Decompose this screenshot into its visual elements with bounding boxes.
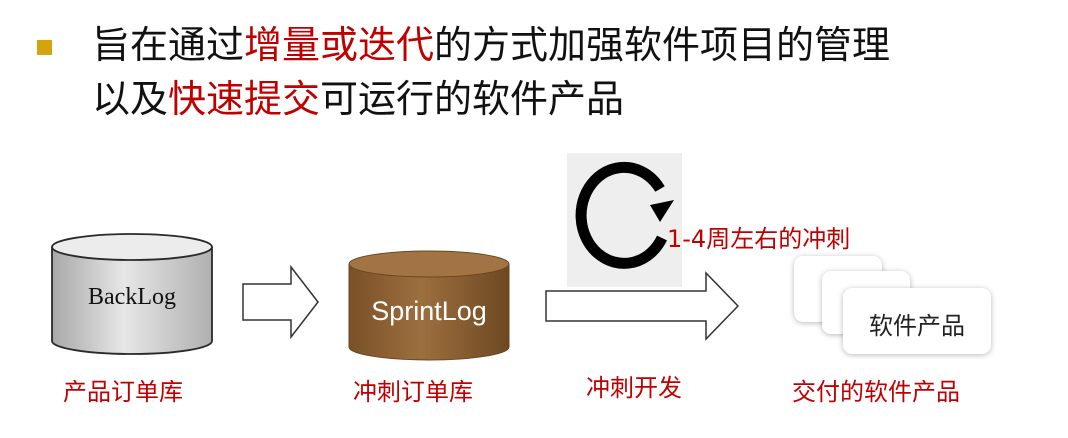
headline-text: 旨在通过 xyxy=(92,23,245,67)
sprint-duration-label: 1-4周左右的冲刺 xyxy=(667,225,851,253)
backlog-label: BackLog xyxy=(88,284,176,310)
arrow-right-icon xyxy=(545,271,740,341)
headline-line-2: 以及快速提交可运行的软件产品 xyxy=(92,72,1052,126)
product-card-front: 软件产品 xyxy=(843,288,991,354)
sprintlog-caption: 冲刺订单库 xyxy=(353,378,473,406)
backlog-cylinder xyxy=(51,233,213,355)
headline: 旨在通过增量或迭代的方式加强软件项目的管理 以及快速提交可运行的软件产品 xyxy=(92,18,1052,126)
headline-text: 以及 xyxy=(92,77,169,121)
bullet-square xyxy=(37,40,52,55)
arrow-right-icon xyxy=(242,264,319,340)
headline-text: 可运行的软件产品 xyxy=(320,77,625,121)
headline-text: 的方式加强软件项目的管理 xyxy=(434,23,891,67)
sprint-dev-caption: 冲刺开发 xyxy=(586,374,682,402)
product-caption: 交付的软件产品 xyxy=(792,378,960,406)
cycle-icon xyxy=(567,153,682,287)
headline-highlight-fast-delivery: 快速提交 xyxy=(168,77,321,121)
sprintlog-cylinder xyxy=(348,250,510,361)
sprintlog-label: SprintLog xyxy=(371,296,487,326)
backlog-caption: 产品订单库 xyxy=(63,378,183,406)
headline-line-1: 旨在通过增量或迭代的方式加强软件项目的管理 xyxy=(92,18,1052,72)
headline-highlight-increment: 增量或迭代 xyxy=(244,23,435,67)
product-card-label: 软件产品 xyxy=(869,312,965,340)
